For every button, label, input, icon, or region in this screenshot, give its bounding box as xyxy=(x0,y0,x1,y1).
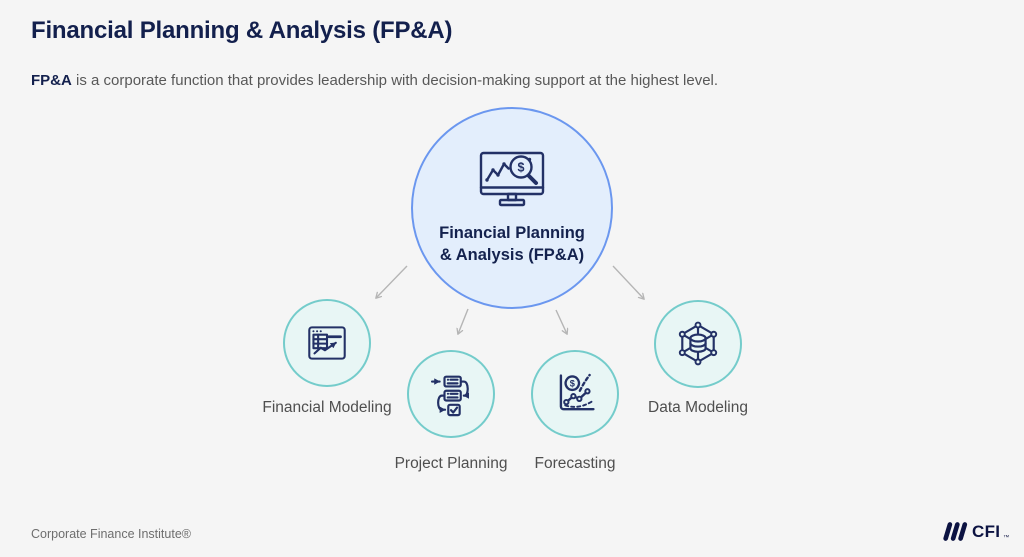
attribution-text: Corporate Finance Institute® xyxy=(31,527,191,541)
label-financial-modeling: Financial Modeling xyxy=(262,399,392,416)
page-title: Financial Planning & Analysis (FP&A) xyxy=(31,17,453,44)
monitor-analytics-icon: $ xyxy=(479,151,545,206)
arrow-to-data-modeling xyxy=(612,265,644,299)
node-data-modeling xyxy=(654,300,742,388)
svg-text:$: $ xyxy=(570,378,575,388)
cfi-logo-bars-icon xyxy=(943,522,968,541)
center-node-label: Financial Planning & Analysis (FP&A) xyxy=(439,223,585,264)
label-project-planning: Project Planning xyxy=(394,455,508,472)
spreadsheet-trend-icon xyxy=(308,326,346,360)
node-financial-modeling xyxy=(283,299,371,387)
arrow-to-forecasting xyxy=(555,309,567,334)
cfi-logo: CFI ™ xyxy=(941,521,1009,542)
subtitle-highlight: FP&A xyxy=(31,72,72,89)
page-subtitle: FP&A is a corporate function that provid… xyxy=(31,72,718,89)
data-network-icon xyxy=(678,321,718,366)
workflow-tasks-icon xyxy=(430,375,470,417)
label-forecasting: Forecasting xyxy=(534,455,616,472)
cfi-logo-text: CFI xyxy=(972,522,1001,541)
arrow-to-financial-modeling xyxy=(376,265,408,298)
node-project-planning xyxy=(407,350,495,438)
label-data-modeling: Data Modeling xyxy=(648,399,748,416)
svg-text:$: $ xyxy=(518,160,525,174)
subtitle-text: is a corporate function that provides le… xyxy=(71,72,719,89)
arrow-to-project-planning xyxy=(458,308,469,334)
node-forecasting: $ xyxy=(531,350,619,438)
forecast-chart-icon: $ xyxy=(559,373,595,411)
center-node-fpa: $ Financial Planning & Analysis (FP&A) xyxy=(411,107,613,309)
cfi-logo-trademark: ™ xyxy=(1003,535,1010,541)
